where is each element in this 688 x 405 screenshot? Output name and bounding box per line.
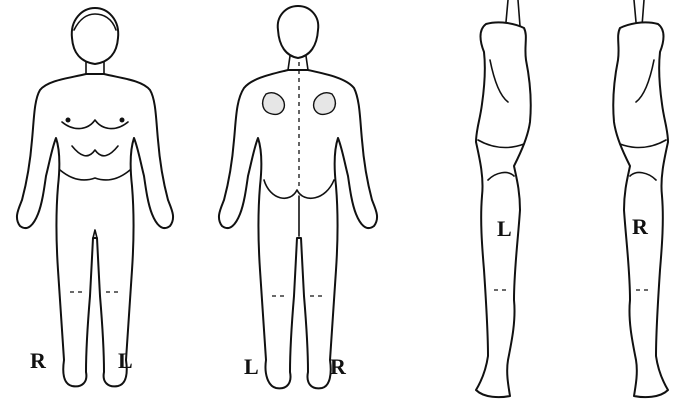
back-right-label: R [330, 354, 347, 379]
left-lateral-body-outline [476, 22, 531, 397]
front-head [72, 8, 118, 64]
left-lateral-label: L [497, 216, 512, 241]
front-left-label: L [118, 348, 133, 373]
left-lateral-raised-arm [506, 0, 520, 26]
front-right-label: R [30, 348, 47, 373]
back-body-outline [219, 70, 377, 388]
right-lateral-figure: R [613, 0, 668, 397]
front-view-figure: R L [17, 8, 173, 386]
back-head [278, 6, 319, 58]
right-lateral-body-outline [613, 22, 668, 397]
left-lateral-figure: L [476, 0, 531, 397]
back-view-figure: L R [219, 6, 377, 388]
right-lateral-label: R [632, 214, 649, 239]
back-left-label: L [244, 354, 259, 379]
